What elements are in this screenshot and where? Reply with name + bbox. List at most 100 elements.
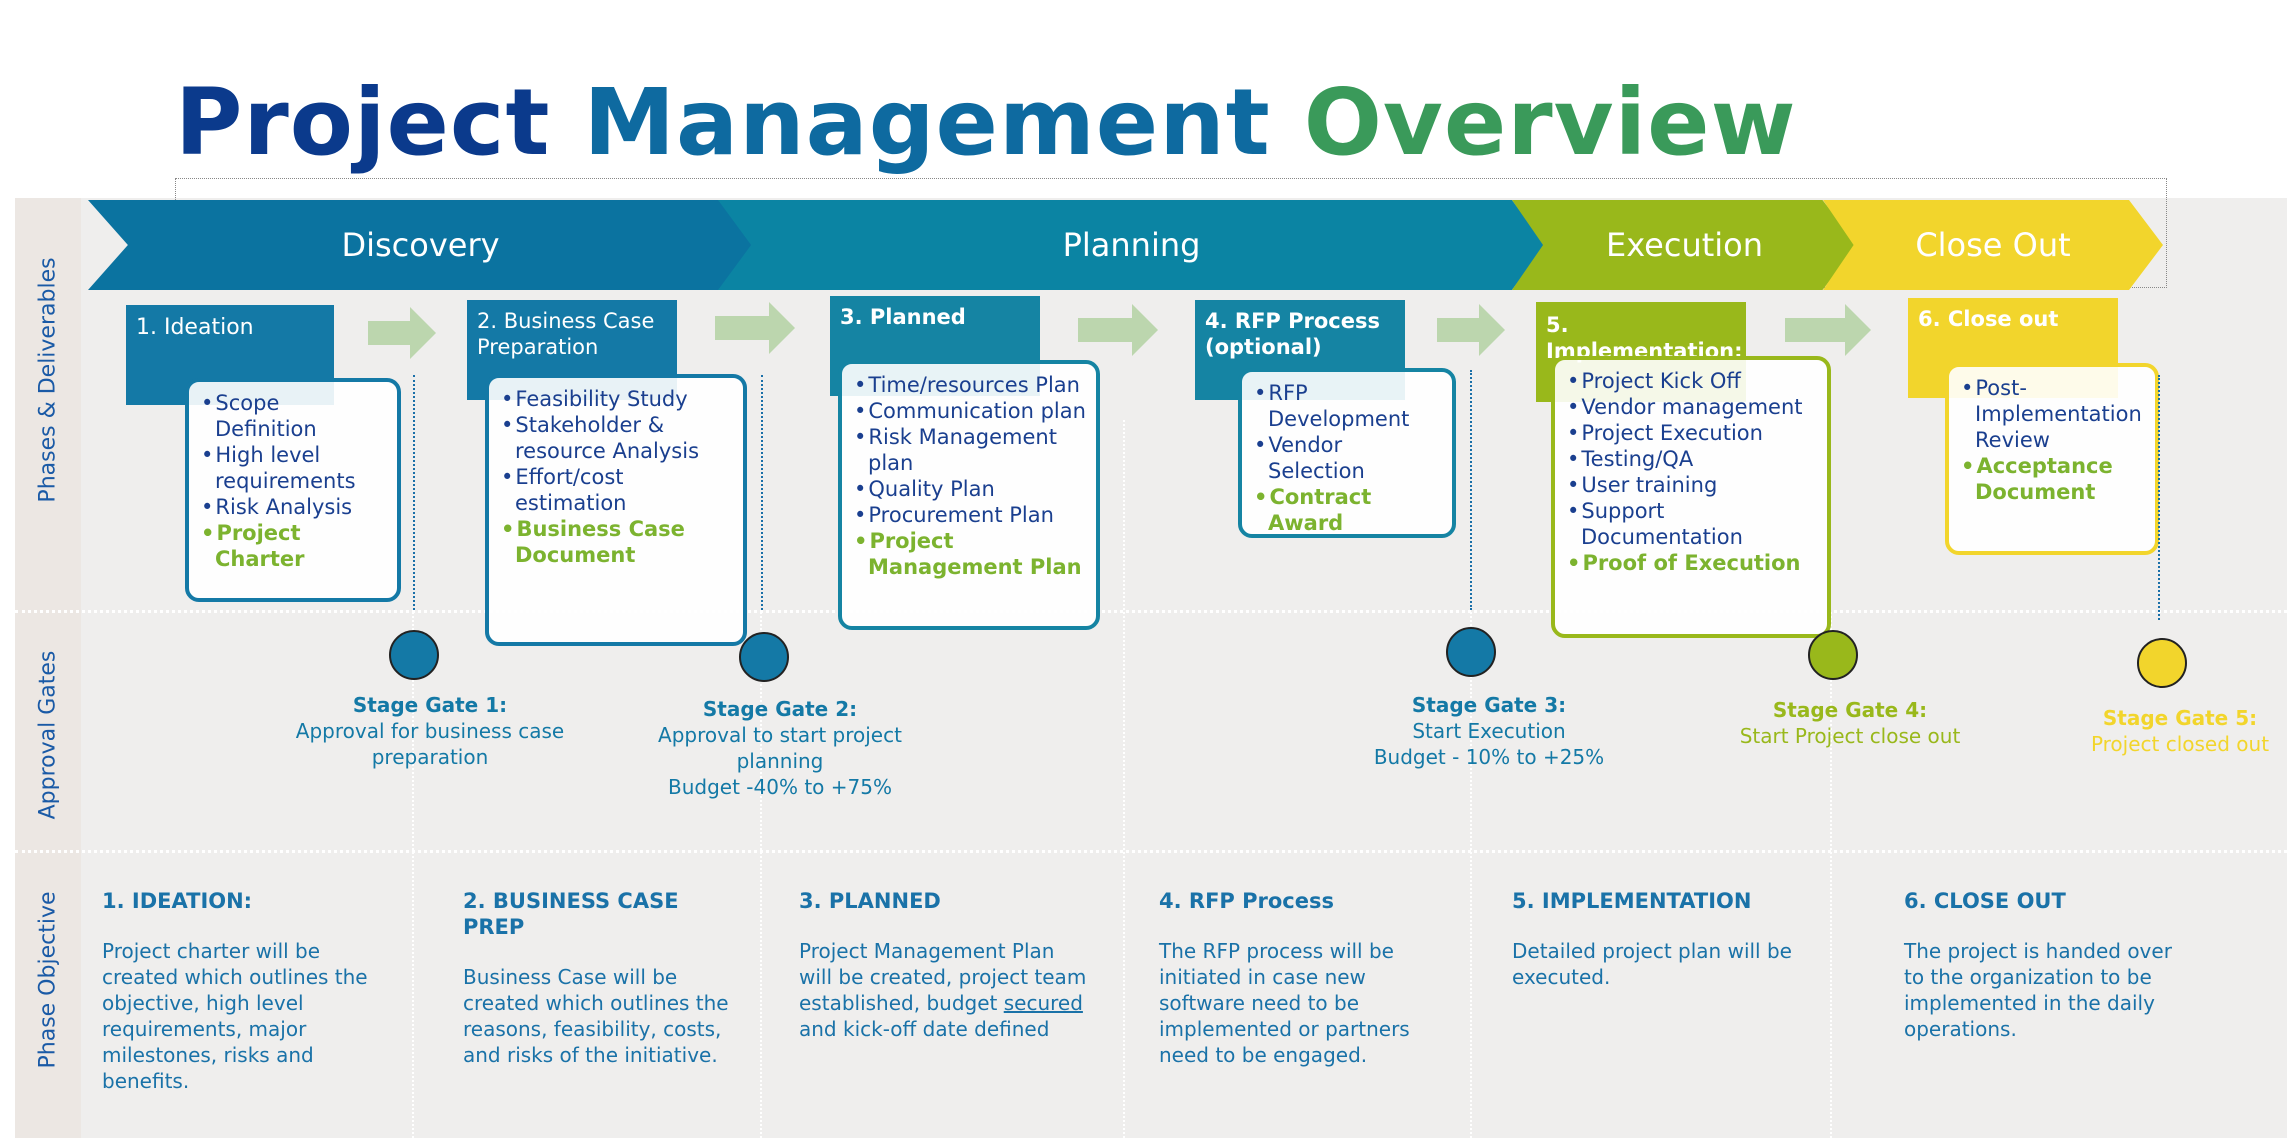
deliverables-box-ideation: Scope Definition High level requirements… (185, 378, 401, 602)
phase-title-label: 4. RFP Process (optional) (1205, 309, 1380, 359)
page-title: Project Management Overview (175, 72, 1797, 173)
objective-text: Detailed project plan will be executed. (1512, 939, 1792, 989)
deliverable-item: Risk Analysis (201, 494, 387, 520)
objective-text: Project charter will be created which ou… (102, 939, 368, 1093)
gate-line: Budget - 10% to +25% (1373, 745, 1605, 769)
deliverable-item: Project Kick Off (1567, 368, 1817, 394)
objective-heading: 6. CLOSE OUT (1904, 889, 2066, 913)
objective-text: Project Management Plan will be created,… (799, 938, 1089, 1042)
stage-chevron-discovery: Discovery (88, 200, 753, 290)
gate-line: Start Execution (1412, 719, 1566, 743)
deliverable-item: Vendor management (1567, 394, 1817, 420)
objective-text: Business Case will be created which outl… (463, 965, 729, 1067)
objective-heading: 1. IDEATION: (102, 889, 253, 913)
key-deliverable: Acceptance Document (1961, 453, 2145, 505)
objective-business-case: 2. BUSINESS CASE PREP Business Case will… (463, 888, 743, 1068)
gate-line: Budget -40% to +75% (668, 775, 892, 799)
row-label-gates: Approval Gates (35, 650, 61, 820)
row-label-objective: Phase Objective (35, 891, 61, 1069)
objective-heading: 5. IMPLEMENTATION (1512, 889, 1752, 913)
deliverable-item: High level requirements (201, 442, 387, 494)
objective-close-out: 6. CLOSE OUT The project is handed over … (1904, 888, 2184, 1042)
gate-line: Approval for business case (295, 719, 565, 743)
objective-heading: 3. PLANNED (799, 889, 941, 913)
gate-line: Start Project close out (1739, 724, 1961, 748)
gate-line: Approval to start project (658, 723, 902, 747)
stage-gate-1-text: Stage Gate 1: Approval for business case… (280, 692, 580, 770)
stage-gate-2-text: Stage Gate 2: Approval to start project … (630, 696, 930, 800)
objective-planned: 3. PLANNED Project Management Plan will … (799, 888, 1089, 1042)
column-separator (412, 612, 414, 1138)
gate-connector (413, 375, 415, 610)
phase-title-label: 3. Planned (840, 305, 966, 329)
gate-title: Stage Gate 5: (2102, 706, 2258, 730)
stage-chevron-close-out: Close Out (1823, 200, 2163, 290)
objective-text: The RFP process will be initiated in cas… (1159, 939, 1410, 1067)
objective-heading: 2. BUSINESS CASE PREP (463, 889, 679, 939)
gate-line: planning (736, 749, 824, 773)
stage-gate-1-marker (389, 630, 439, 680)
key-deliverable: Business Case Document (501, 516, 733, 568)
phase-arrow-icon (1785, 304, 1871, 356)
phase-title-label: 2. Business Case Preparation (477, 309, 655, 359)
column-separator (1123, 420, 1125, 1138)
gate-connector (1470, 370, 1472, 610)
phase-arrow-icon (368, 307, 436, 359)
stage-label: Discovery (341, 226, 500, 264)
row-separator-gates (15, 610, 2287, 613)
phase-title-label: 1. Ideation (136, 315, 254, 340)
key-deliverable: Project Charter (201, 520, 387, 572)
stage-gate-4-text: Stage Gate 4: Start Project close out (1700, 697, 2000, 749)
stage-label: Close Out (1915, 226, 2071, 264)
phase-arrow-icon (1437, 304, 1505, 356)
phase-arrow-icon (715, 302, 795, 354)
stage-chevron-execution: Execution (1512, 200, 1857, 290)
objective-ideation: 1. IDEATION: Project charter will be cre… (102, 888, 382, 1094)
gate-connector (2158, 375, 2160, 620)
deliverable-item: Quality Plan (854, 476, 1086, 502)
gate-line: preparation (371, 745, 489, 769)
deliverable-item: Testing/QA (1567, 446, 1817, 472)
stage-label: Execution (1605, 226, 1764, 264)
key-deliverable: Project Management Plan (854, 528, 1086, 580)
gate-line: Project closed out (2090, 732, 2270, 756)
deliverable-item: Scope Definition (201, 390, 387, 442)
stage-label: Planning (1062, 226, 1201, 264)
deliverable-item: Project Execution (1567, 420, 1817, 446)
deliverables-box-rfp: RFP Development Vendor Selection Contrac… (1238, 368, 1456, 538)
row-label-phases: Phases & Deliverables (35, 257, 61, 503)
column-separator (1830, 612, 1832, 1138)
deliverable-item: Time/resources Plan (854, 372, 1086, 398)
deliverables-box-planned: Time/resources Plan Communication plan R… (838, 360, 1100, 630)
phase-arrow-icon (1078, 304, 1158, 356)
deliverable-item: Support Documentation (1567, 498, 1817, 550)
stage-gate-5-marker (2137, 638, 2187, 688)
stage-gate-3-marker (1446, 627, 1496, 677)
deliverables-box-close-out: Post-Implementation Review Acceptance Do… (1945, 363, 2159, 555)
gate-title: Stage Gate 3: (1411, 693, 1567, 717)
deliverable-item: Risk Management plan (854, 424, 1086, 476)
gate-title: Stage Gate 1: (352, 693, 508, 717)
deliverable-item: RFP Development (1254, 380, 1442, 432)
deliverables-box-implementation: Project Kick Off Vendor management Proje… (1551, 356, 1831, 638)
deliverable-item: Vendor Selection (1254, 432, 1442, 484)
title-part-project: Project (175, 69, 584, 176)
deliverable-item: Stakeholder & resource Analysis (501, 412, 733, 464)
gate-connector (761, 375, 763, 610)
deliverables-box-business-case: Feasibility Study Stakeholder & resource… (485, 374, 747, 646)
phase-title-label: 6. Close out (1918, 307, 2059, 331)
key-deliverable: Proof of Execution (1567, 550, 1817, 576)
title-part-management: Management (583, 69, 1304, 176)
stage-gate-3-text: Stage Gate 3: Start Execution Budget - 1… (1339, 692, 1639, 770)
title-part-overview: Overview (1303, 69, 1797, 176)
deliverable-item: Procurement Plan (854, 502, 1086, 528)
deliverable-item: Feasibility Study (501, 386, 733, 412)
row-label-column (15, 198, 81, 1138)
gate-title: Stage Gate 2: (702, 697, 858, 721)
deliverable-item: Communication plan (854, 398, 1086, 424)
column-separator (760, 612, 762, 1138)
deliverable-item: Effort/cost estimation (501, 464, 733, 516)
stage-gate-4-marker (1808, 630, 1858, 680)
objective-implementation: 5. IMPLEMENTATION Detailed project plan … (1512, 888, 1792, 990)
stage-chevron-planning: Planning (718, 200, 1545, 290)
